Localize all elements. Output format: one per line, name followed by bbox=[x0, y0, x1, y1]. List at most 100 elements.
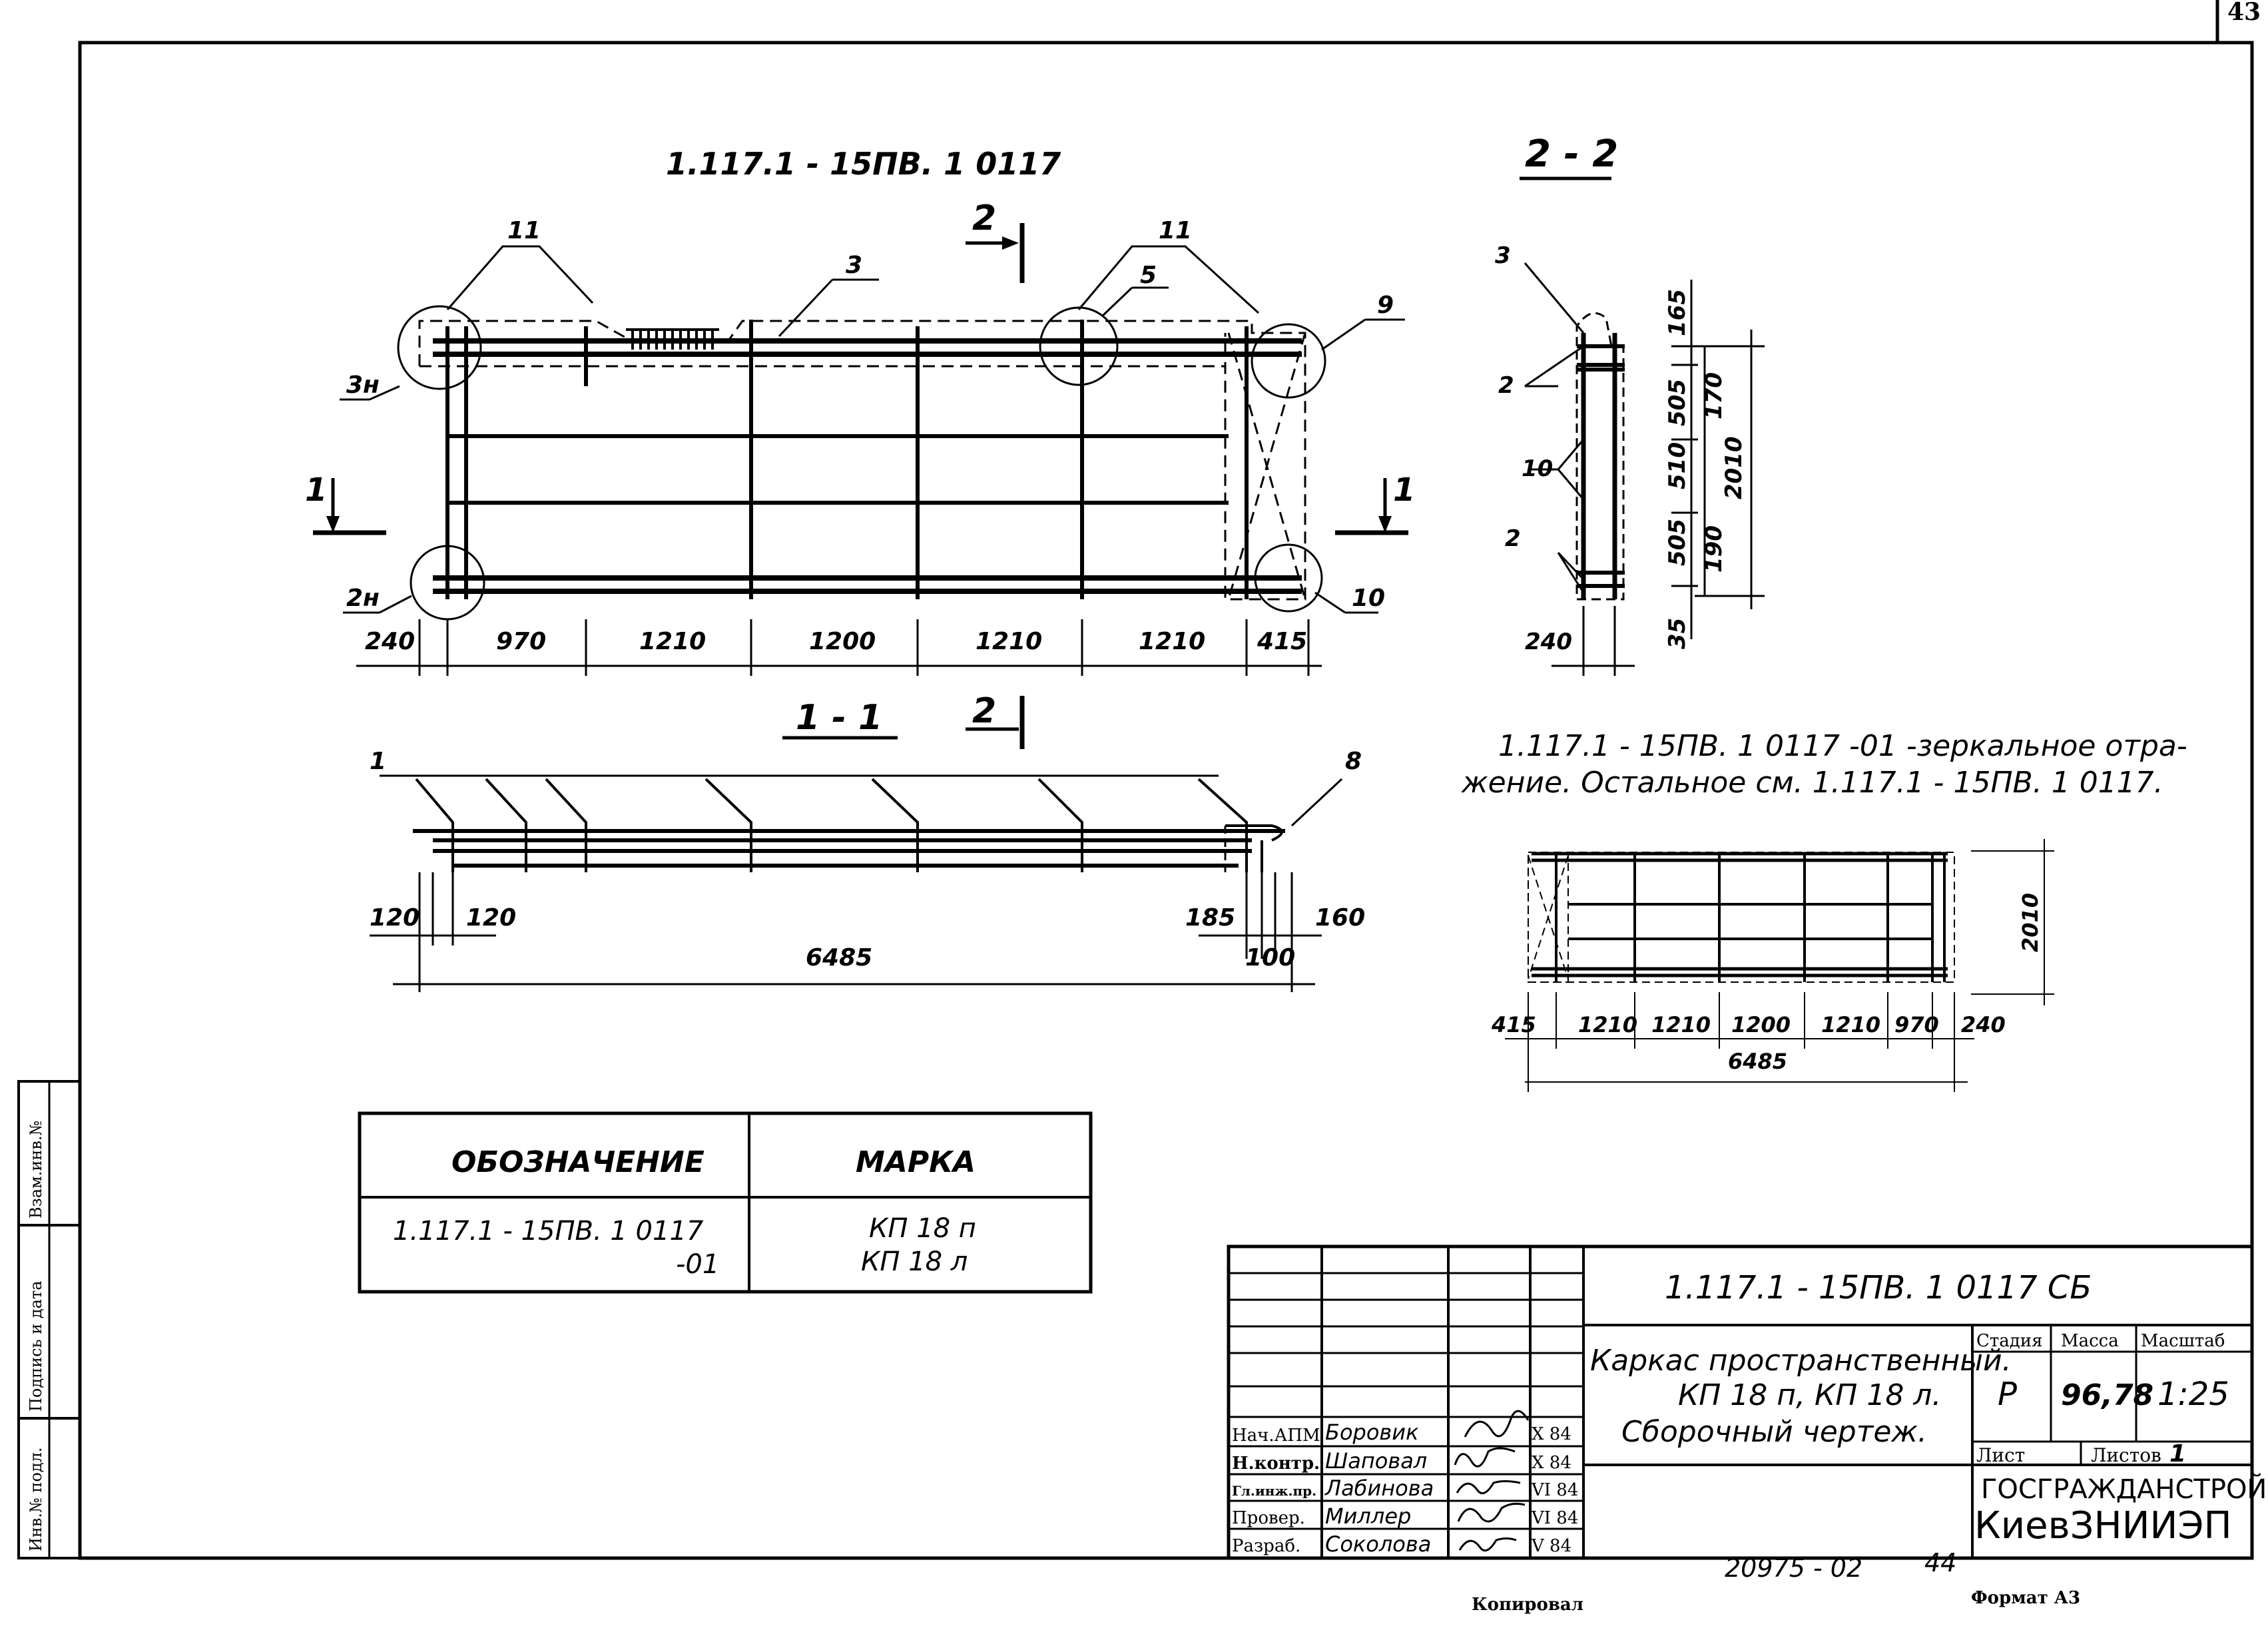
cut-1-left-label: 1 bbox=[305, 471, 327, 509]
approval-rows: Нач.АПМ Боровик X 84 Н.контр. Шаповал X … bbox=[1232, 1420, 1578, 1557]
elev-dim-160: 160 bbox=[1315, 904, 1365, 932]
mass-value: 96,78 bbox=[2061, 1378, 2153, 1412]
table-header-designation: ОБОЗНАЧЕНИЕ bbox=[451, 1145, 705, 1179]
org-name-1: ГОСГРАЖДАНСТРОЙ bbox=[1981, 1473, 2267, 1505]
elev-dim-100: 100 bbox=[1245, 944, 1295, 971]
drawing-name-3: Сборочный чертеж. bbox=[1621, 1415, 1927, 1449]
drawing-name-1: Каркас пространственный. bbox=[1590, 1344, 2012, 1378]
date-4: VI 84 bbox=[1531, 1508, 1578, 1528]
sec-dim-240: 240 bbox=[1525, 629, 1572, 655]
signatures bbox=[1454, 1410, 1530, 1552]
mirror-dim-970: 970 bbox=[1894, 1012, 1939, 1037]
copied-label: Копировал bbox=[1472, 1595, 1583, 1615]
sec-callout-2a: 2 bbox=[1498, 372, 1514, 399]
plan-labels: 11 11 3 5 9 3н 2н 10 2 1 1 240 970 1210 … bbox=[305, 198, 1415, 655]
table-designation-2: -01 bbox=[676, 1249, 719, 1280]
callout-2n: 2н bbox=[346, 585, 380, 612]
table-mark-1: КП 18 п bbox=[869, 1213, 976, 1244]
archive-number: 20975 - 02 bbox=[1725, 1553, 1862, 1583]
side-stamp: Взам.инв.№ Подпись и дата Инв.№ подл. bbox=[17, 1080, 81, 1559]
role-4: Провер. bbox=[1232, 1508, 1305, 1528]
section-1-1-title: 1 - 1 bbox=[782, 698, 898, 740]
sheets-label: Листов bbox=[2091, 1444, 2161, 1466]
sec-dim-170: 170 bbox=[1701, 372, 1727, 419]
drawing-code: 1.117.1 - 15ПВ. 1 0117 СБ bbox=[1665, 1269, 2092, 1306]
sec-callout-2b: 2 bbox=[1505, 525, 1521, 552]
mirror-dim-1210a: 1210 bbox=[1578, 1012, 1637, 1037]
side-stamp-inventory: Инв.№ подл. bbox=[27, 1447, 45, 1551]
org-name-2: КиевЗНИИЭП bbox=[1974, 1504, 2232, 1547]
sec-dim-165: 165 bbox=[1664, 289, 1691, 336]
elevation-labels: 1 8 2 120 120 185 160 100 6485 bbox=[370, 691, 1365, 971]
sec-dim-2010: 2010 bbox=[1721, 436, 1747, 499]
date-2: X 84 bbox=[1532, 1453, 1571, 1473]
cut-2-bottom-label: 2 bbox=[972, 691, 996, 731]
date-5: V 84 bbox=[1531, 1536, 1571, 1556]
stage-value: Р bbox=[1998, 1376, 2017, 1413]
sec-callout-10: 10 bbox=[1522, 455, 1553, 482]
sheet-label: Лист bbox=[1976, 1444, 2025, 1466]
person-1: Боровик bbox=[1325, 1420, 1419, 1445]
cut-1-right-label: 1 bbox=[1393, 471, 1415, 509]
mark-table: ОБОЗНАЧЕНИЕ МАРКА 1.117.1 - 15ПВ. 1 0117… bbox=[358, 1111, 1093, 1294]
section-2-2-labels: 3 2 10 2 165 505 170 510 2010 505 190 35… bbox=[1495, 242, 1747, 655]
plan-dim-240: 240 bbox=[365, 628, 415, 655]
sheet-frame bbox=[78, 0, 2254, 1560]
sheets-value: 1 bbox=[2169, 1440, 2186, 1468]
callout-3n: 3н bbox=[346, 372, 380, 399]
plan-dim-970: 970 bbox=[496, 628, 546, 655]
table-designation-1: 1.117.1 - 15ПВ. 1 0117 bbox=[393, 1216, 704, 1246]
table-header-mark: МАРКА bbox=[856, 1145, 976, 1179]
plan-dim-1210a: 1210 bbox=[639, 628, 706, 655]
mirror-dim-240: 240 bbox=[1961, 1012, 2006, 1037]
elevation-1-1 bbox=[370, 696, 1343, 992]
sec-callout-3: 3 bbox=[1495, 242, 1511, 269]
cut-2-top-label: 2 bbox=[972, 198, 996, 238]
callout-9: 9 bbox=[1377, 292, 1394, 319]
sec-dim-510: 510 bbox=[1664, 442, 1691, 489]
role-5: Разраб. bbox=[1232, 1536, 1300, 1556]
sec-dim-505a: 505 bbox=[1664, 379, 1691, 426]
plan-dim-415: 415 bbox=[1257, 628, 1307, 655]
mirror-plan bbox=[1505, 839, 2054, 1092]
sec-dim-35: 35 bbox=[1664, 618, 1691, 649]
elev-dim-120b: 120 bbox=[466, 904, 516, 932]
callout-11b: 11 bbox=[1159, 217, 1192, 244]
svg-text:2 - 2: 2 - 2 bbox=[1525, 133, 1618, 176]
side-stamp-replacement: Взам.инв.№ bbox=[27, 1121, 45, 1219]
callout-11a: 11 bbox=[507, 217, 541, 244]
plan-dim-1210c: 1210 bbox=[1139, 628, 1205, 655]
drawing-name-2: КП 18 п, КП 18 л. bbox=[1678, 1378, 1941, 1412]
date-3: VI 84 bbox=[1531, 1480, 1578, 1500]
elev-dim-120a: 120 bbox=[370, 904, 420, 932]
page-number: 43 bbox=[2227, 0, 2261, 26]
title-block-text: 1.117.1 - 15ПВ. 1 0117 СБ Каркас простра… bbox=[1232, 1269, 2267, 1557]
archive-sheet: 44 bbox=[1924, 1548, 1956, 1577]
mass-label: Масса bbox=[2061, 1331, 2119, 1351]
mirror-plan-labels: 415 1210 1210 1200 1210 970 240 6485 201… bbox=[1491, 893, 2043, 1074]
person-4: Миллер bbox=[1325, 1504, 1411, 1529]
role-1: Нач.АПМ bbox=[1232, 1426, 1320, 1446]
top-title: 1.117.1 - 15ПВ. 1 0117 bbox=[666, 146, 1061, 182]
scale-value: 1:25 bbox=[2157, 1376, 2229, 1413]
role-2: Н.контр. bbox=[1232, 1454, 1320, 1474]
svg-text:жение. Остальное см. 1.117.1 -: жение. Остальное см. 1.117.1 - 15ПВ. 1 0… bbox=[1461, 766, 2163, 800]
mirror-dim-1210c: 1210 bbox=[1821, 1012, 1880, 1037]
plan-view bbox=[313, 223, 1408, 676]
person-2: Шаповал bbox=[1325, 1448, 1427, 1474]
mirror-dim-415: 415 bbox=[1491, 1012, 1536, 1037]
elev-dim-total: 6485 bbox=[806, 944, 872, 971]
role-3: Гл.инж.пр. bbox=[1232, 1483, 1316, 1499]
mirror-dim-1210b: 1210 bbox=[1651, 1012, 1711, 1037]
title-block bbox=[1227, 1244, 2254, 1560]
svg-text:1 - 1: 1 - 1 bbox=[796, 698, 882, 738]
stage-label: Стадия bbox=[1976, 1331, 2043, 1351]
svg-text:1.117.1 - 15ПВ. 1 0117 -01 -з: 1.117.1 - 15ПВ. 1 0117 -01 -зеркальное о… bbox=[1498, 729, 2187, 763]
plan-dim-1210b: 1210 bbox=[976, 628, 1042, 655]
person-5: Соколова bbox=[1325, 1531, 1431, 1557]
mirror-note: 1.117.1 - 15ПВ. 1 0117 -01 -зеркальное о… bbox=[1461, 729, 2187, 800]
mirror-dim-height: 2010 bbox=[2018, 893, 2043, 952]
section-2-2-title: 2 - 2 bbox=[1520, 133, 1618, 180]
date-1: X 84 bbox=[1532, 1424, 1571, 1444]
